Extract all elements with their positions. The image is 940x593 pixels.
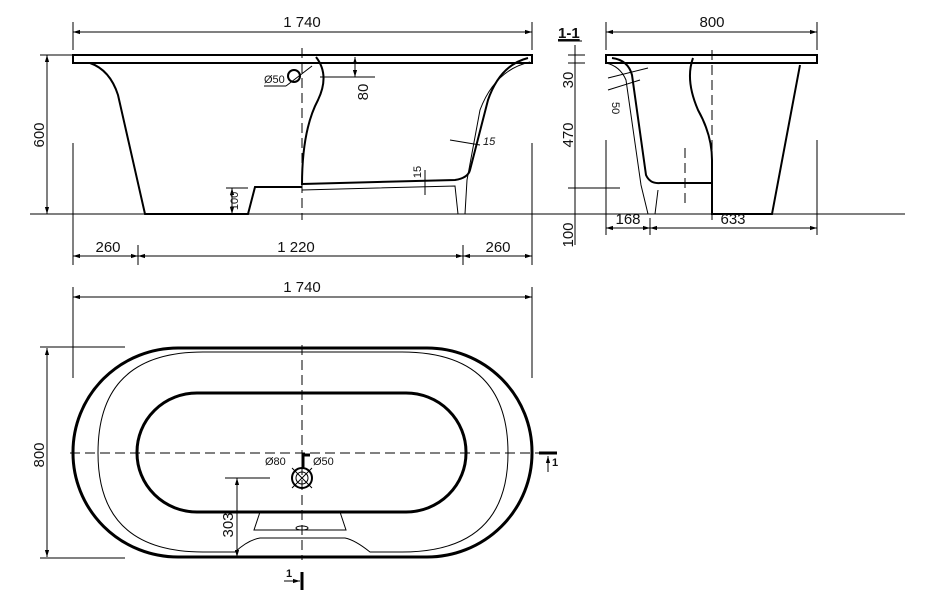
dim-overflow-diameter: Ø50 <box>264 74 285 86</box>
overflow-wall <box>301 56 325 186</box>
overflow-hole <box>287 69 301 83</box>
right-wall <box>301 57 529 185</box>
dim-plan-length: 1 740 <box>283 279 321 296</box>
dim-base-length: 1 220 <box>277 239 315 256</box>
dim-drain-offset: 303 <box>220 512 237 537</box>
section-body <box>688 57 801 215</box>
dim-plan-width: 800 <box>31 442 48 467</box>
section-view: 1-1 800 30 470 100 50 168 633 <box>558 14 818 248</box>
dim-right-overhang: 260 <box>485 239 510 256</box>
dim-height: 600 <box>31 122 48 147</box>
dim-drain-outer: Ø80 <box>265 456 286 468</box>
dim-right-offset: 633 <box>720 211 745 228</box>
rim <box>72 54 533 64</box>
dim-length: 1 740 <box>283 14 321 31</box>
front-view: 1 740 600 Ø50 80 100 15 15 260 1 220 260 <box>30 14 905 265</box>
plan-view: Ø80 Ø50 1 740 800 303 1 1 <box>31 279 558 590</box>
dim-left-overhang: 260 <box>95 239 120 256</box>
dim-rim-height: 30 <box>560 72 577 89</box>
dim-depth: 470 <box>560 122 577 147</box>
section-wall <box>611 57 712 185</box>
overflow-mark <box>301 453 310 469</box>
seat-step <box>253 511 347 531</box>
dim-left-offset: 168 <box>615 211 640 228</box>
left-wall <box>89 62 302 215</box>
drain-inner <box>295 471 309 485</box>
section-title: 1-1 <box>558 25 580 42</box>
dim-section-width: 800 <box>699 14 724 31</box>
section-marker-right: 1 <box>552 457 558 469</box>
dim-wall-thickness: 15 <box>483 136 496 148</box>
dim-wall-angle: 50 <box>609 102 621 114</box>
section-marker-bottom: 1 <box>286 568 292 580</box>
right-wall-section <box>301 61 531 215</box>
dim-drain-inner: Ø50 <box>313 456 334 468</box>
dim-overflow-depth: 80 <box>355 84 372 101</box>
dim-step-height: 100 <box>229 192 241 210</box>
inner-rim <box>97 351 509 553</box>
dim-base-height: 100 <box>560 222 577 247</box>
dim-floor-thickness: 15 <box>412 166 424 178</box>
